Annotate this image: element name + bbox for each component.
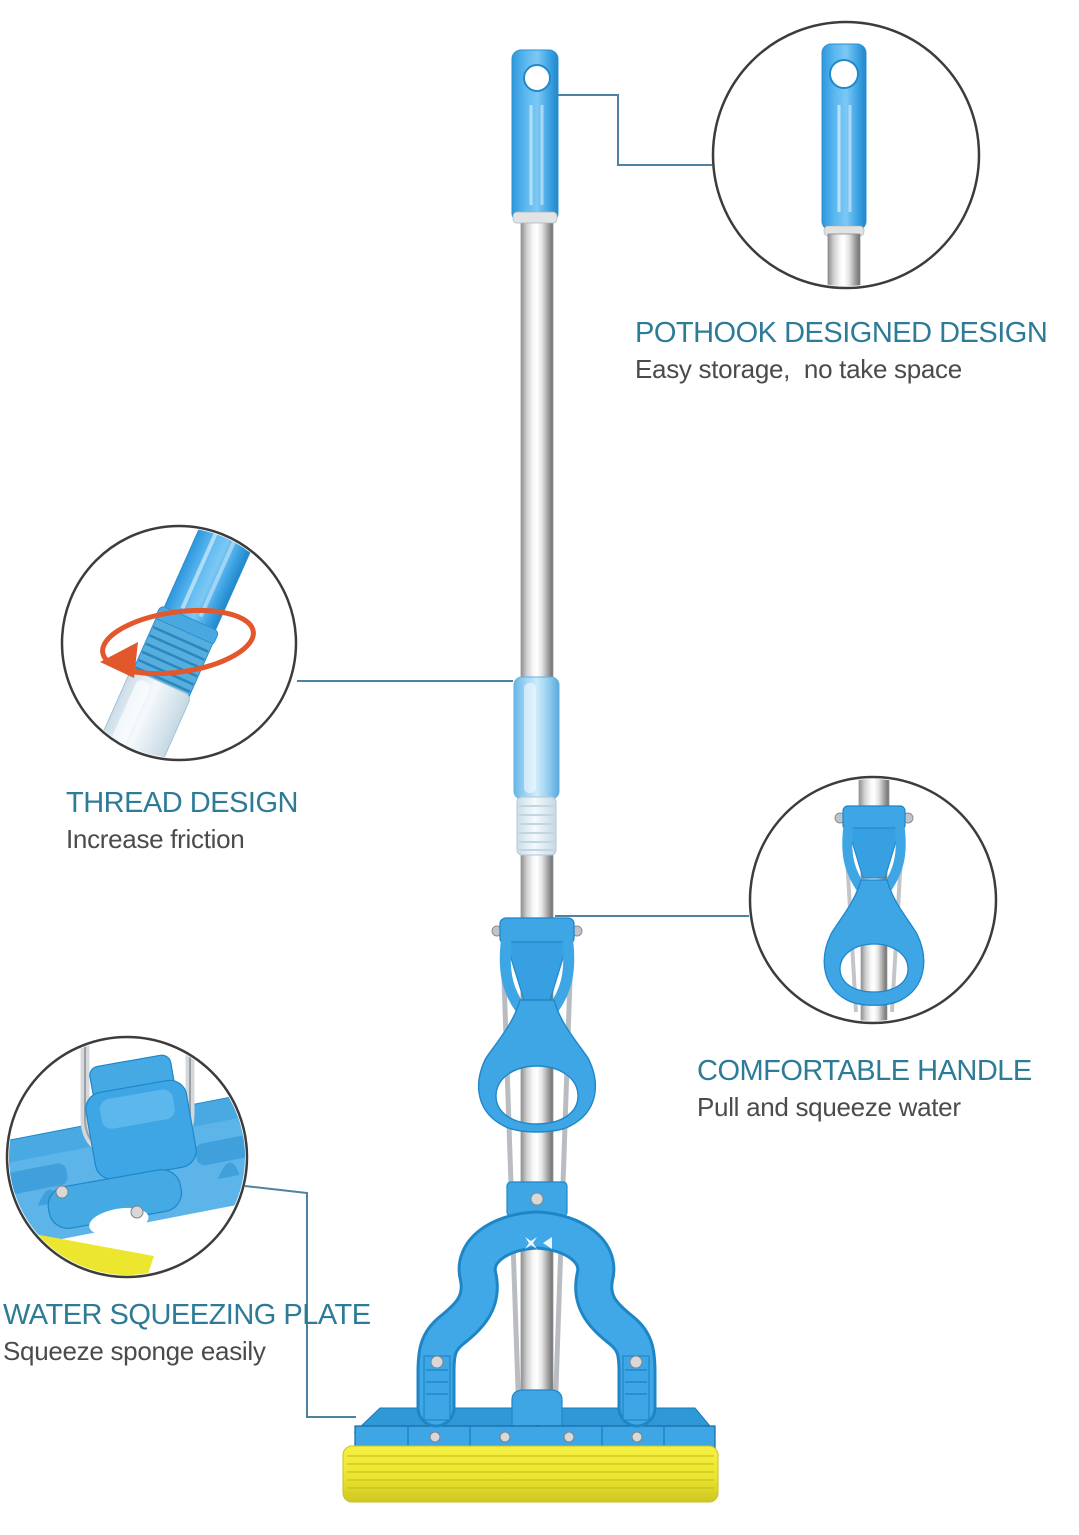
wishbone-frame <box>416 1210 657 1428</box>
pothook-leader-line <box>558 94 712 166</box>
handle-detail-circle <box>748 775 998 1025</box>
thread-collar <box>516 796 557 856</box>
thread-title: THREAD DESIGN <box>66 787 298 819</box>
telescopic-sleeve <box>513 676 560 800</box>
rotation-arrow-icon <box>100 607 256 678</box>
squeeze-plate <box>353 1389 717 1449</box>
hanging-hole-icon <box>523 64 551 92</box>
handle-loop-grip <box>478 999 596 1133</box>
plate-subtitle: Squeeze sponge easily <box>3 1336 266 1366</box>
pothook-detail-circle <box>711 20 981 290</box>
plate-title: WATER SQUEEZING PLATE <box>3 1299 371 1331</box>
mop-illustration <box>342 49 719 1503</box>
plus-mark-icon <box>525 1237 537 1249</box>
squeeze-handle <box>478 917 596 1133</box>
handle-title: COMFORTABLE HANDLE <box>697 1055 1032 1087</box>
pothook-subtitle: Easy storage, no take space <box>635 354 962 384</box>
plate-detail-circle <box>5 1035 249 1279</box>
handle-subtitle: Pull and squeeze water <box>697 1092 961 1122</box>
handle-callout: COMFORTABLE HANDLE Pull and squeeze wate… <box>697 1052 1032 1124</box>
thread-callout: THREAD DESIGN Increase friction <box>66 784 298 856</box>
plate-callout: WATER SQUEEZING PLATE Squeeze sponge eas… <box>3 1296 371 1368</box>
pothook-callout: POTHOOK DESIGNED DESIGN Easy storage, no… <box>635 314 1048 386</box>
hanging-hole-icon <box>829 59 859 89</box>
leader-lines <box>244 94 749 1418</box>
connector-block <box>506 1181 568 1217</box>
thread-detail-circle <box>60 524 298 762</box>
plate-leader-line <box>244 1185 356 1418</box>
handle-grip <box>511 49 559 224</box>
thread-subtitle: Increase friction <box>66 824 245 854</box>
arrow-mark-icon <box>543 1237 552 1249</box>
sponge-head <box>342 1445 719 1503</box>
pothook-title: POTHOOK DESIGNED DESIGN <box>635 317 1048 349</box>
